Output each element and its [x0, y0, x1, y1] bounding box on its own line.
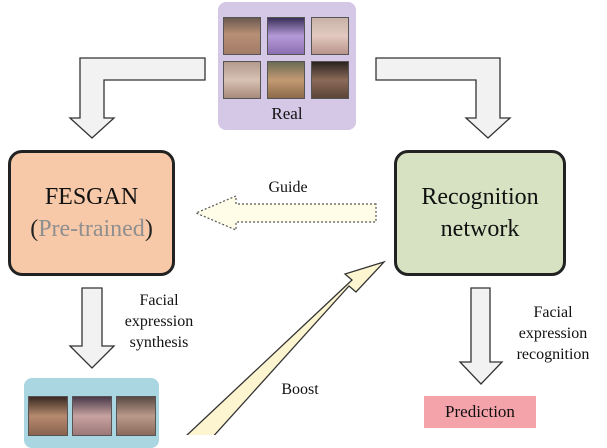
synthesis-label: Facial expression synthesis — [124, 292, 194, 351]
real-face-image — [223, 61, 261, 99]
guide-label: Guide — [268, 179, 308, 196]
real-face-image — [267, 61, 305, 99]
fesgan-title: FESGAN — [44, 184, 139, 210]
real-to-fesgan-arrow — [68, 57, 206, 139]
synthesized-face-image — [116, 396, 156, 436]
boost-label: Boost — [281, 381, 319, 398]
fesgan-to-synthesis-arrow — [68, 287, 116, 369]
fesgan-subtitle: (Pre-trained) — [30, 216, 153, 242]
real-face-image — [311, 61, 349, 99]
pretrained-label: Pre-trained — [38, 216, 145, 242]
fesgan-box: FESGAN (Pre-trained) — [8, 150, 175, 276]
real-to-recognition-arrow — [375, 57, 512, 139]
recognition-label: Facial expression recognition — [516, 304, 590, 363]
real-faces-panel: Real — [218, 2, 356, 130]
prediction-box: Prediction — [424, 396, 536, 428]
arrows-layer — [68, 57, 512, 435]
guide-arrow — [194, 195, 377, 231]
recognition-line2: network — [440, 216, 520, 242]
recognition-network-box: Recognition network — [394, 150, 566, 276]
recognition-line1: Recognition — [421, 184, 539, 210]
real-label: Real — [271, 104, 303, 123]
synthesized-face-image — [28, 396, 68, 436]
real-face-image — [311, 17, 349, 55]
real-face-image — [267, 17, 305, 55]
real-face-image — [223, 17, 261, 55]
boost-arrow — [186, 260, 387, 435]
synthesized-faces-panel — [24, 378, 159, 448]
synthesized-face-image — [72, 396, 112, 436]
recognition-to-prediction-arrow — [458, 287, 504, 385]
